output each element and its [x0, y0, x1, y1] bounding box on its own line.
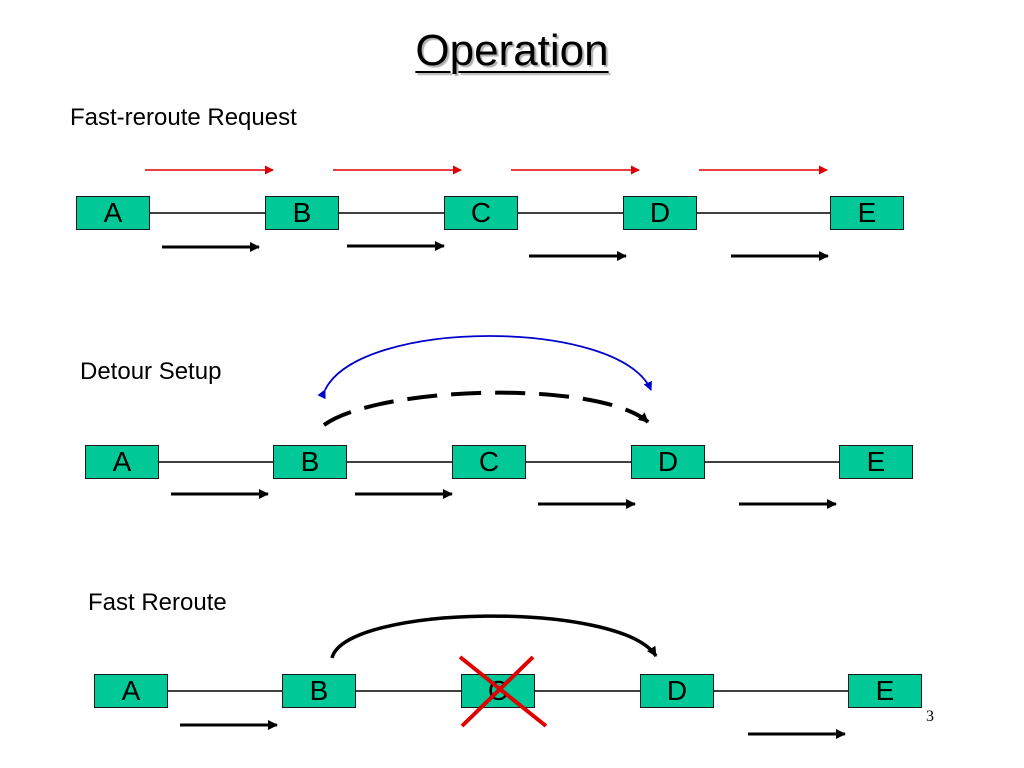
node-e-section-1: E	[830, 196, 904, 230]
node-a-section-2: A	[85, 445, 159, 479]
reroute-arc	[330, 614, 658, 659]
node-e-section-2: E	[839, 445, 913, 479]
node-b-section-2: B	[273, 445, 347, 479]
node-a-section-3: A	[94, 674, 168, 708]
node-d-section-3: D	[640, 674, 714, 708]
section-3-label: Fast Reroute	[88, 589, 227, 616]
node-e-section-3: E	[848, 674, 922, 708]
node-d-section-1: D	[623, 196, 697, 230]
detour-path-dashed	[322, 390, 650, 427]
page-number: 3	[926, 708, 934, 725]
traffic-arrows-section-2	[171, 489, 837, 509]
traffic-arrows-section-1	[162, 241, 829, 261]
slide-title: Operation	[415, 26, 609, 75]
node-d-section-2: D	[631, 445, 705, 479]
traffic-arrows-section-3	[180, 720, 846, 739]
section-1-label: Fast-reroute Request	[70, 104, 297, 131]
node-b-section-1: B	[265, 196, 339, 230]
node-c-section-3-failed: C	[461, 674, 535, 708]
section-2-label: Detour Setup	[80, 358, 222, 385]
node-c-section-1: C	[444, 196, 518, 230]
detour-signaling-arc	[317, 335, 652, 400]
node-b-section-3: B	[282, 674, 356, 708]
node-c-section-2: C	[452, 445, 526, 479]
node-a-section-1: A	[76, 196, 150, 230]
